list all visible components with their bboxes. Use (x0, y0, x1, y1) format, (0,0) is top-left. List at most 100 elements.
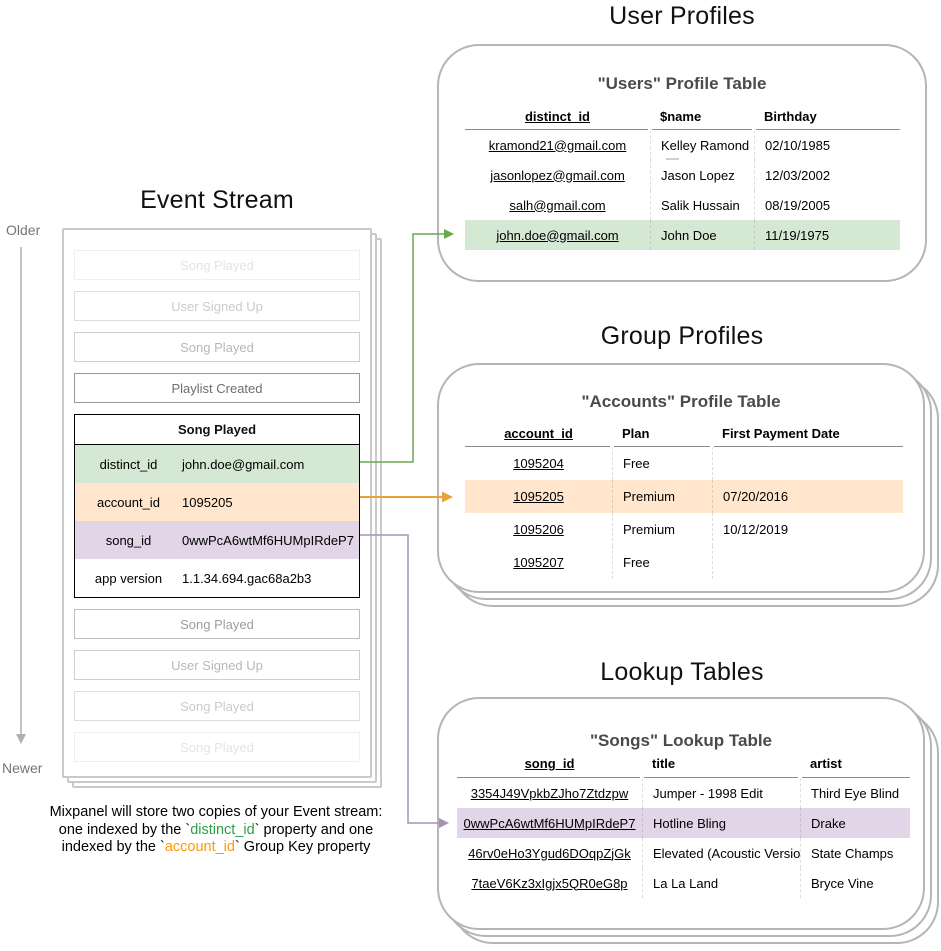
column-header: title (652, 756, 676, 771)
key-cell: 7taeV6Kz3xIgjx5QR0eG8p (471, 875, 628, 891)
value-cell: Jason Lopez (650, 160, 754, 190)
table-row: 1095207 Free (465, 546, 903, 579)
column-header: song_id (524, 756, 575, 771)
caption: Mixpanel will store two copies of your E… (10, 804, 422, 857)
table-header-row: account_id Plan First Payment Date (465, 420, 903, 446)
value-cell: Drake (800, 808, 910, 838)
table-row: 46rv0eHo3Ygud6DOqpZjGk Elevated (Acoustic… (457, 838, 910, 868)
property-value: 1.1.34.694.gac68a2b3 (182, 570, 312, 586)
key-cell: 1095204 (513, 456, 564, 471)
value-cell: Free (612, 546, 712, 579)
event-box: Song Played (74, 609, 360, 639)
property-key: distinct_id (99, 456, 158, 472)
accounts-card-title: "Accounts" Profile Table (581, 392, 781, 411)
column-header: Plan (622, 425, 650, 441)
header-rule (465, 446, 903, 447)
songs-card-title: "Songs" Lookup Table (589, 731, 773, 750)
caption-line-1: Mixpanel will store two copies of your E… (49, 804, 383, 820)
header-rule (457, 777, 910, 778)
value-cell: 10/12/2019 (712, 513, 903, 546)
value-cell: Salik Hussain (650, 190, 754, 220)
table-row: 1095204 Free (465, 447, 903, 480)
column-header: $name (660, 108, 702, 124)
table-row: 3354J49VpkbZJho7Ztdzpw Jumper - 1998 Edit… (457, 778, 910, 808)
value-cell: Kelley Ramond (650, 130, 754, 160)
value-cell: Elevated (Acoustic Version) (642, 838, 800, 868)
property-key: song_id (105, 532, 152, 548)
user-profiles-title: User Profiles (609, 2, 755, 30)
event-card-header: Song Played (75, 415, 359, 445)
value-cell: Premium (612, 480, 712, 513)
key-cell: salh@gmail.com (509, 197, 606, 213)
older-label: Older (6, 222, 41, 238)
table-header-row: song_id title artist (457, 750, 910, 777)
value-cell: Free (612, 447, 712, 480)
property-value: john.doe@gmail.com (182, 456, 305, 472)
key-cell: 0wwPcA6wtMf6HUMpIRdeP7 (463, 815, 636, 831)
column-header: First Payment Date (722, 425, 840, 441)
key-cell: john.doe@gmail.com (496, 227, 619, 243)
users-card-title: "Users" Profile Table (597, 74, 767, 93)
event-property-distinct-id: distinct_id john.doe@gmail.com (75, 445, 359, 483)
property-key: account_id (97, 494, 160, 510)
event-property-song-id: song_id 0wwPcA6wtMf6HUMpIRdeP7 (75, 521, 359, 559)
column-header: artist (810, 756, 842, 771)
event-box: Playlist Created (74, 373, 360, 403)
key-cell: 3354J49VpkbZJho7Ztdzpw (470, 785, 629, 801)
value-cell: 02/10/1985 (754, 130, 900, 160)
distinct-id-code: distinct_id (190, 821, 255, 838)
property-key: app version (94, 570, 163, 586)
lookup-tables-title: Lookup Tables (600, 658, 764, 686)
value-cell: Jumper - 1998 Edit (642, 778, 800, 808)
value-cell: 11/19/1975 (754, 220, 900, 250)
column-header: account_id (504, 425, 573, 441)
header-rule (465, 129, 900, 130)
column-header: distinct_id (524, 108, 590, 124)
song-played-event-card: Song Played distinct_id john.doe@gmail.c… (74, 414, 360, 598)
event-box: Song Played (74, 691, 360, 721)
key-cell: 1095205 (513, 489, 564, 504)
event-property-app-version: app version 1.1.34.694.gac68a2b3 (75, 559, 359, 597)
key-cell: 1095206 (513, 522, 564, 537)
accounts-profile-card (437, 363, 925, 593)
event-box: Song Played (74, 332, 360, 362)
event-box: Song Played (74, 732, 360, 762)
column-header: Birthday (764, 108, 817, 124)
value-cell: Hotline Bling (642, 808, 800, 838)
value-cell: Bryce Vine (800, 868, 910, 898)
key-cell: 46rv0eHo3Ygud6DOqpZjGk (468, 845, 631, 861)
event-box: User Signed Up (74, 650, 360, 680)
value-cell: 08/19/2005 (754, 190, 900, 220)
property-value: 1095205 (182, 494, 233, 510)
newer-label: Newer (2, 760, 43, 776)
event-property-account-id: account_id 1095205 (75, 483, 359, 521)
caption-line-2: one indexed by the `distinct_id` propert… (58, 821, 374, 838)
stray-dash-artifact (666, 158, 679, 160)
key-cell: kramond21@gmail.com (488, 137, 627, 153)
group-profiles-title: Group Profiles (600, 322, 764, 350)
value-cell: 12/03/2002 (754, 160, 900, 190)
event-stream-title: Event Stream (140, 186, 294, 214)
value-cell: La La Land (642, 868, 800, 898)
value-cell: Premium (612, 513, 712, 546)
event-box: User Signed Up (74, 291, 360, 321)
key-cell: 1095207 (513, 555, 564, 570)
caption-line-3: indexed by the `account_id` Group Key pr… (61, 839, 371, 855)
property-value: 0wwPcA6wtMf6HUMpIRdeP7 (182, 532, 354, 548)
value-cell: John Doe (650, 220, 754, 250)
value-cell: 07/20/2016 (712, 480, 903, 513)
value-cell (712, 546, 903, 579)
key-cell: jasonlopez@gmail.com (490, 167, 625, 183)
songs-lookup-table: song_id title artist 3354J49VpkbZJho7Ztdzpw… (457, 750, 910, 898)
